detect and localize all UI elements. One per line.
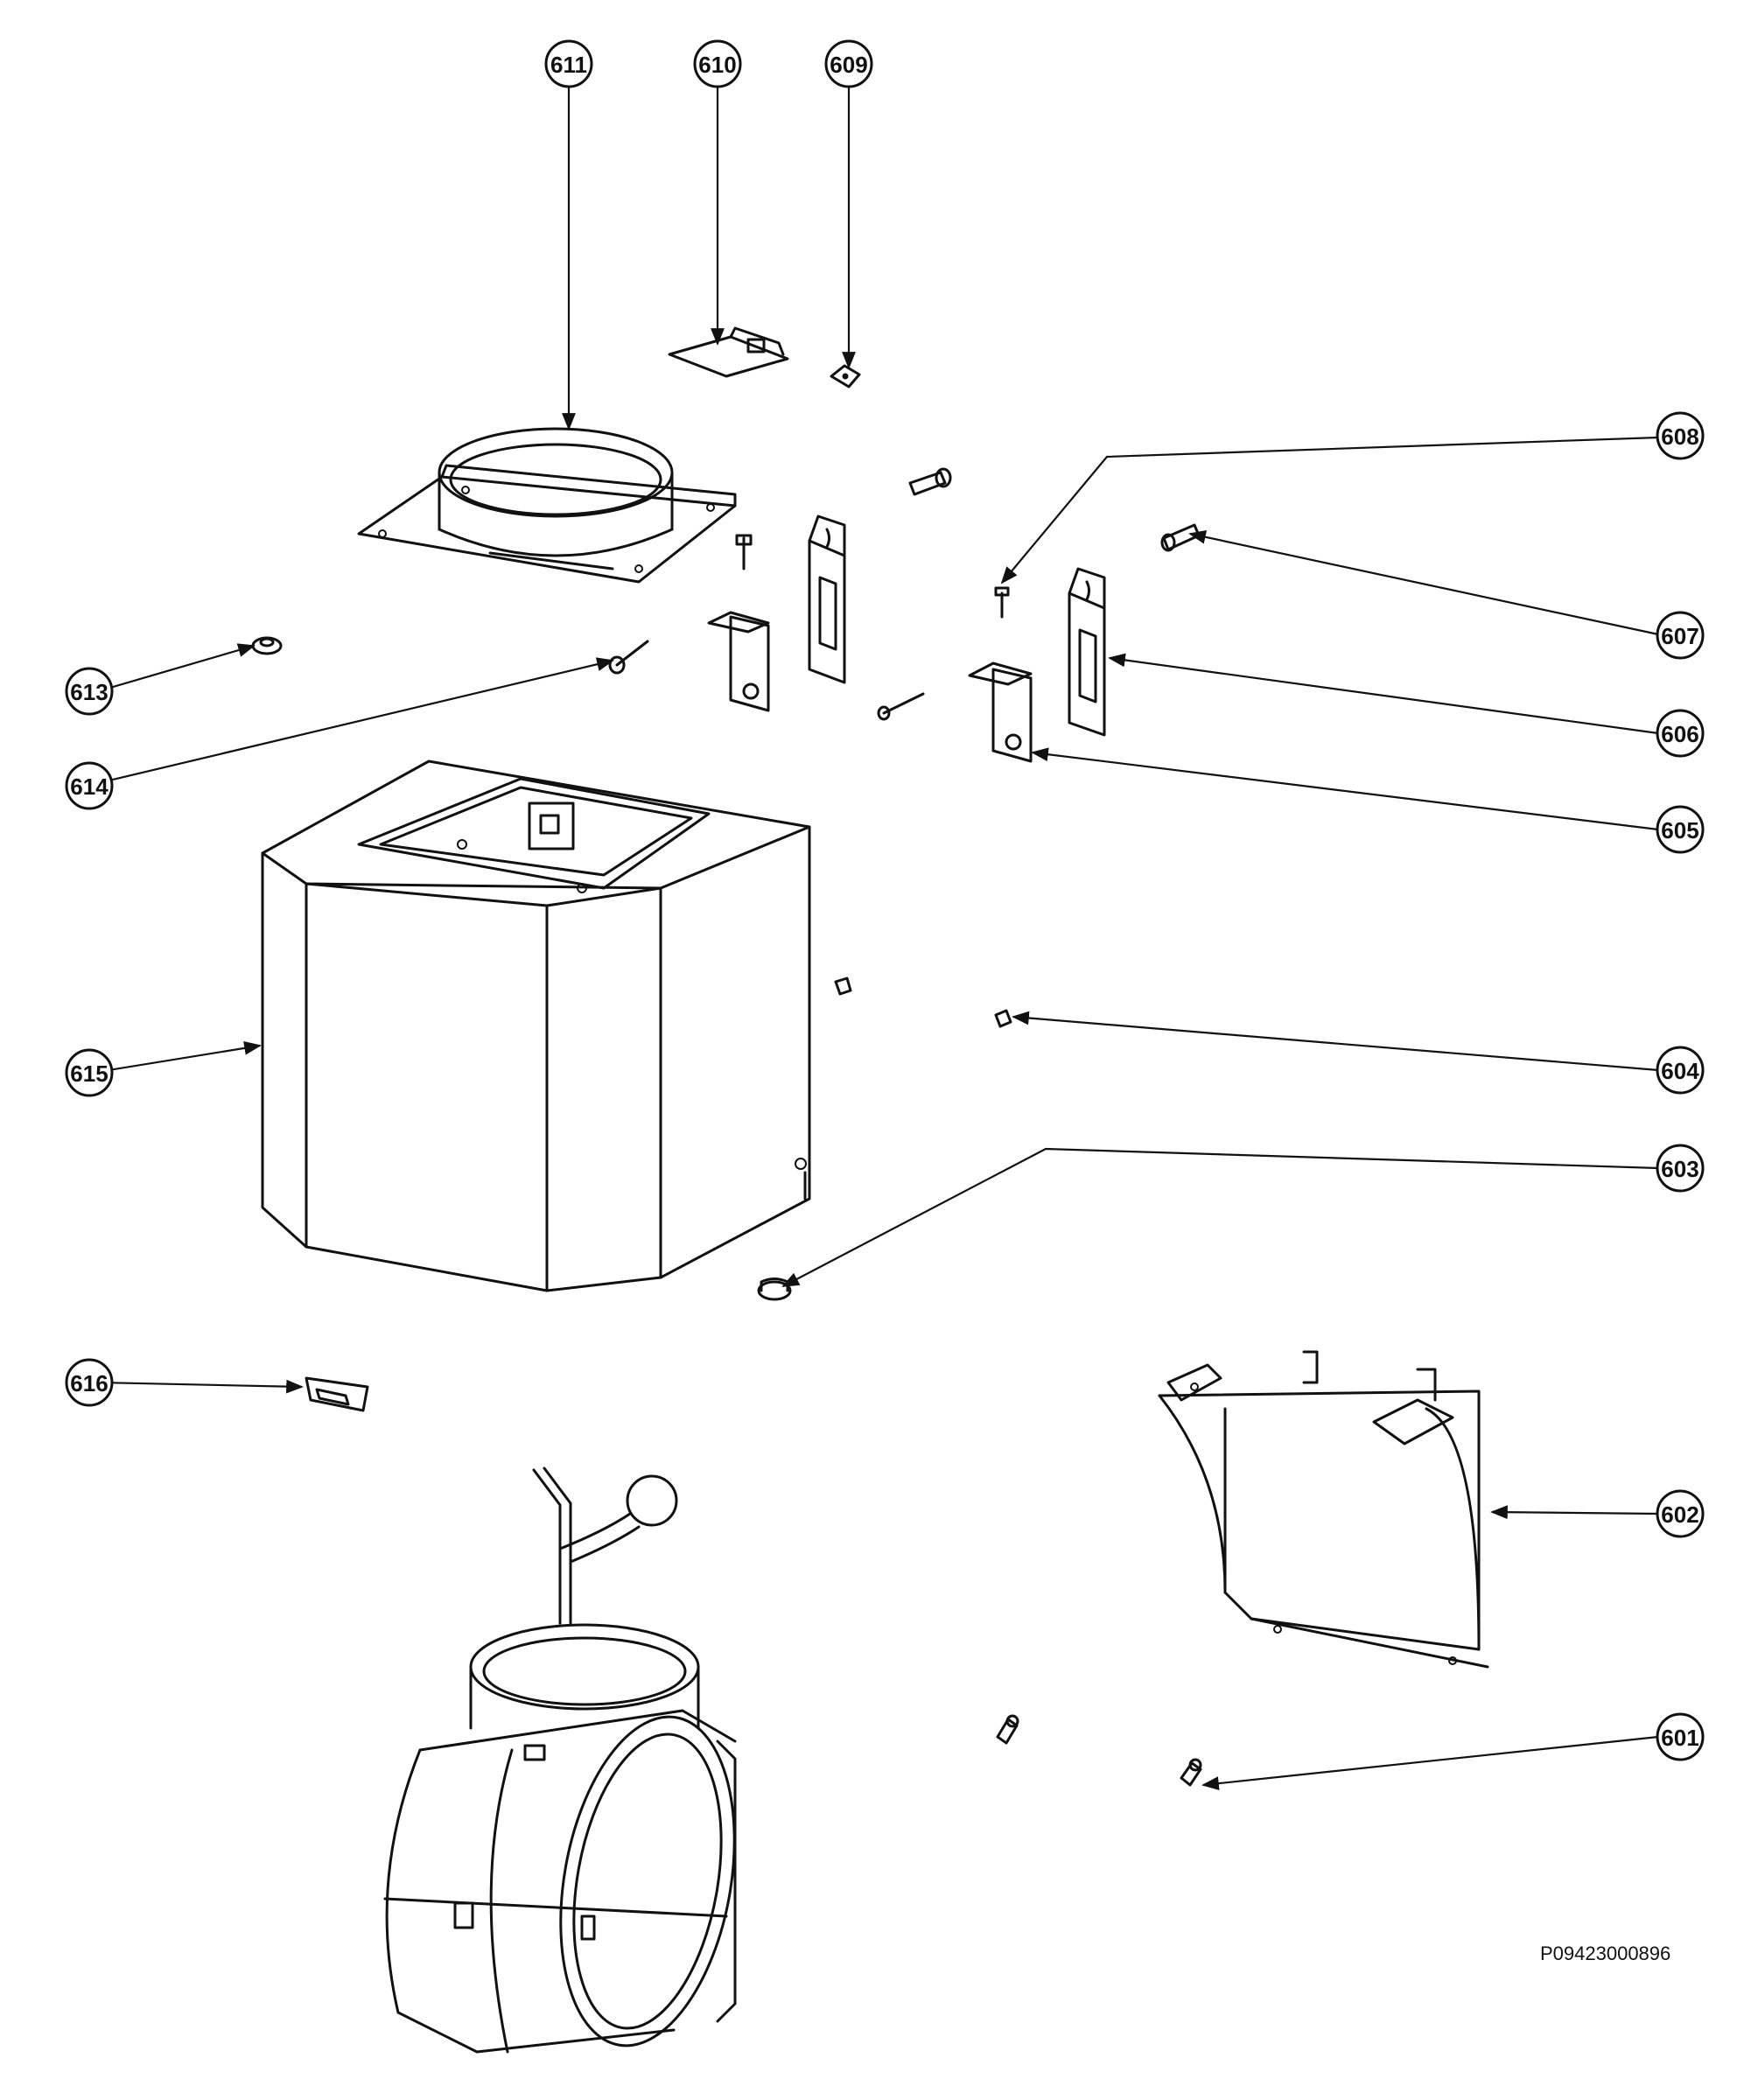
- callout-604[interactable]: 604: [1656, 1046, 1705, 1095]
- part-604-nut: [834, 976, 1012, 1028]
- callout-607[interactable]: 607: [1656, 611, 1705, 660]
- part-609-clip: [830, 364, 861, 388]
- svg-text:601: 601: [1661, 1725, 1698, 1751]
- svg-text:602: 602: [1661, 1502, 1698, 1528]
- svg-text:603: 603: [1661, 1156, 1698, 1182]
- part-613-washer: [251, 636, 283, 655]
- part-615-housing: [261, 760, 811, 1292]
- part-601-screw: [1180, 1758, 1202, 1787]
- part-605-angle-bracket-right: [968, 662, 1033, 763]
- callout-615[interactable]: 615: [65, 1048, 114, 1097]
- callout-614[interactable]: 614: [65, 761, 114, 810]
- svg-text:611: 611: [550, 52, 587, 78]
- part-603-grommet: [757, 1278, 792, 1301]
- callout-602[interactable]: 602: [1656, 1489, 1705, 1538]
- drawing-code: P09423000896: [1540, 1942, 1671, 1964]
- part-606-hanging-bracket-left: [808, 514, 846, 684]
- part-screw-small: [735, 534, 753, 570]
- svg-text:615: 615: [70, 1060, 108, 1087]
- callout-609[interactable]: 609: [824, 39, 873, 88]
- svg-text:616: 616: [70, 1370, 108, 1396]
- callout-613[interactable]: 613: [65, 667, 114, 716]
- svg-text:614: 614: [70, 774, 109, 800]
- part-606-hanging-bracket-right: [1068, 567, 1106, 737]
- callout-608[interactable]: 608: [1656, 411, 1705, 460]
- callout-605[interactable]: 605: [1656, 805, 1705, 854]
- part-611-outlet-flange: [357, 427, 737, 584]
- svg-text:610: 610: [698, 52, 736, 78]
- part-610-bracket: [668, 326, 789, 378]
- part-608-screw: [994, 586, 1010, 619]
- part-screw-upper: [908, 467, 952, 496]
- callout-601[interactable]: 601: [1656, 1712, 1705, 1761]
- part-614-screw: [608, 640, 649, 675]
- part-screw-lower: [996, 1714, 1019, 1745]
- svg-text:604: 604: [1661, 1058, 1699, 1084]
- svg-text:608: 608: [1661, 424, 1698, 450]
- callout-611[interactable]: 611: [544, 39, 593, 88]
- callout-606[interactable]: 606: [1656, 709, 1705, 758]
- svg-text:606: 606: [1661, 721, 1698, 747]
- svg-text:607: 607: [1661, 623, 1698, 649]
- svg-text:613: 613: [70, 679, 108, 705]
- part-605-angle-bracket-left: [707, 611, 770, 712]
- part-602-back-plate: [1158, 1350, 1489, 1669]
- part-blower-assembly: [383, 1466, 737, 2054]
- callout-616[interactable]: 616: [65, 1358, 114, 1407]
- callout-603[interactable]: 603: [1656, 1144, 1705, 1193]
- leader-lines: [97, 80, 1659, 1791]
- svg-text:605: 605: [1661, 817, 1698, 844]
- callout-610[interactable]: 610: [693, 39, 742, 88]
- svg-text:609: 609: [830, 52, 867, 78]
- part-616-clip: [305, 1376, 369, 1412]
- part-607-anchor: [1160, 523, 1201, 552]
- part-screw-mid: [877, 692, 925, 721]
